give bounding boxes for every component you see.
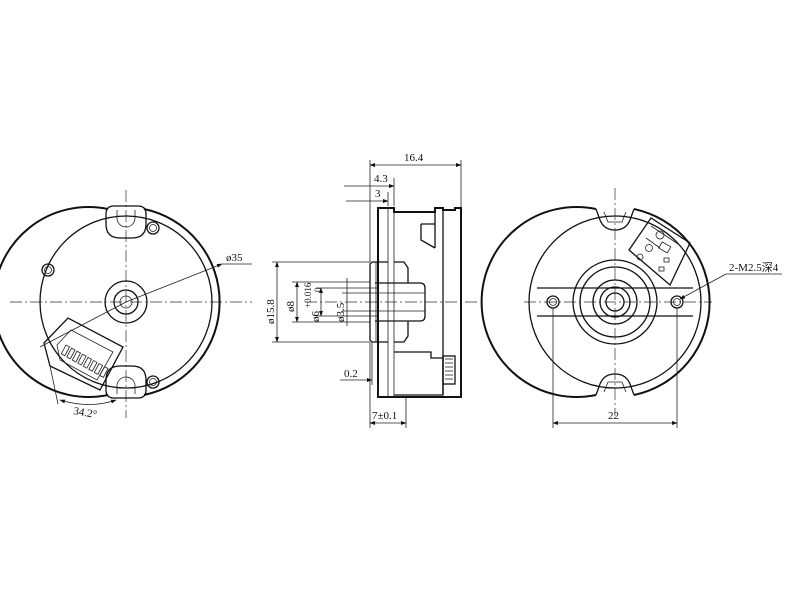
rear-pcb-component-2 [645, 244, 653, 252]
rear-pcb-trace [645, 225, 679, 249]
side-connector-plug [442, 355, 456, 385]
dia-3-5-label: ø3.5 [335, 302, 347, 322]
front-top-slot-inner [116, 210, 136, 228]
dia-8-label: ø8 [285, 301, 297, 313]
dia-15-8-label: ø15.8 [265, 299, 277, 324]
len-7-label: 7±0.1 [372, 410, 397, 422]
rear-hole-right-inner [673, 298, 681, 306]
front-hole-left [41, 263, 55, 277]
rear-hub-ring [579, 266, 651, 338]
rear-pcb-component-3 [636, 253, 644, 261]
front-hole-bottom-right [146, 375, 160, 389]
dia-6-tol-upper: +0.016 [303, 282, 313, 308]
rear-bottom-notch [595, 373, 635, 396]
connector-pin [77, 353, 87, 366]
rear-top-notch [595, 208, 635, 231]
front-inner-circle [39, 215, 213, 389]
side-width-label: 16.4 [404, 152, 424, 164]
rear-pcb-chip-1 [658, 241, 672, 254]
gap-0-2-label: 0.2 [344, 368, 358, 380]
side-top-notch [420, 223, 436, 249]
rear-pcb-chip-2 [663, 257, 670, 263]
rear-pcb-board [628, 217, 691, 287]
connector-pin [71, 350, 82, 363]
rear-bottom-notch-inner [603, 381, 627, 393]
front-outer-circle [0, 206, 221, 398]
rear-hole-left-inner [549, 298, 557, 306]
front-hole-top-right [146, 221, 160, 235]
front-connector-angle-line [39, 301, 127, 348]
rear-inner-ring [528, 215, 702, 389]
front-hole-left-inner [44, 266, 52, 274]
front-bottom-slot-inner [116, 376, 136, 394]
front-connector-pins [60, 344, 109, 378]
side-hub [369, 261, 388, 343]
front-connector-inner [56, 329, 114, 381]
front-top-slot [105, 205, 147, 239]
rear-spacing-label: 22 [608, 410, 619, 422]
rear-top-notch-inner [603, 211, 627, 223]
front-view: ø35 34.2° [0, 190, 252, 421]
connector-pin [99, 366, 109, 378]
rear-outer-circle [480, 206, 711, 398]
rear-hub-bore [605, 292, 625, 312]
connector-pin [66, 347, 76, 360]
connector-pin [60, 344, 71, 357]
front-hole-bottom-right-inner [149, 378, 157, 386]
rear-hub-outer [572, 259, 658, 345]
front-hub-mid [113, 289, 139, 315]
front-hub-outer [104, 280, 148, 324]
front-od-label: ø35 [226, 252, 243, 264]
connector-pin [93, 363, 104, 375]
rear-view: 2-M2.5深4 22 [480, 188, 782, 428]
dia-6-label: ø6 [310, 311, 322, 323]
front-angle-ext-left [49, 365, 59, 405]
side-shaft-step-lower [394, 321, 409, 343]
side-view: 16.4 4.3 3 ø15.8 ø8 ø6 +0.016 0 ø3.5 [265, 152, 478, 428]
side-connector-ribs [445, 358, 453, 380]
side-body-outline [377, 207, 462, 398]
rear-holes-label: 2-M2.5深4 [729, 261, 779, 274]
dia-6-tol-lower: 0 [313, 287, 323, 292]
connector-pin [88, 359, 98, 372]
rear-pcb-chip-3 [658, 266, 665, 272]
side-shaft [375, 282, 426, 322]
front-angle-arc [59, 399, 117, 405]
side-shaft-step [394, 261, 409, 283]
front-angle-label: 34.2° [72, 405, 97, 421]
side-4-3-label: 4.3 [374, 173, 388, 185]
front-hole-top-right-inner [149, 224, 157, 232]
front-hub-bore [119, 295, 133, 309]
rear-hub-bore-outer [599, 286, 631, 318]
side-3-label: 3 [375, 188, 381, 200]
front-connector-body [43, 317, 124, 391]
front-od-leader [125, 263, 223, 303]
rear-holes-leader [679, 273, 727, 300]
side-connector [394, 351, 444, 396]
connector-pin [82, 356, 93, 369]
rear-hub-bearing [592, 279, 638, 325]
